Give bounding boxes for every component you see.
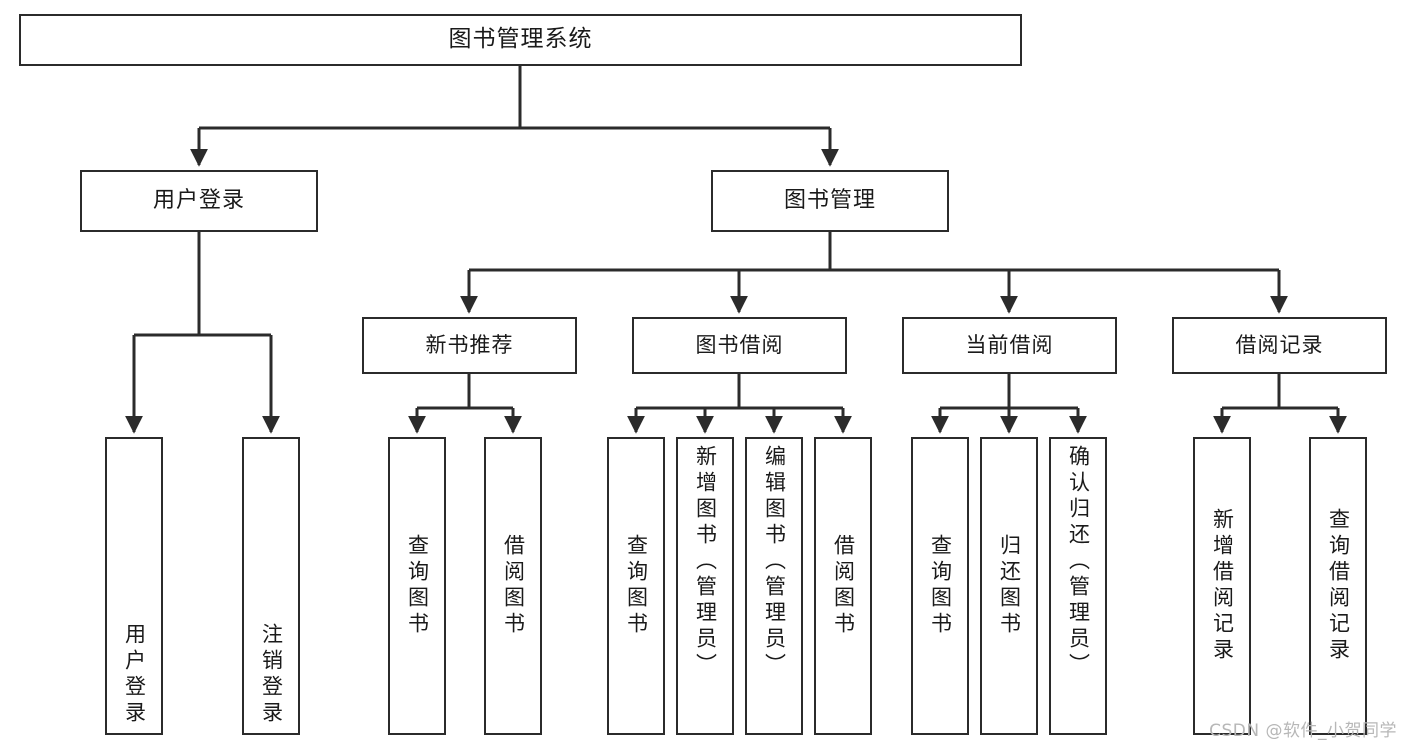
leaf-label: 查询图书: [928, 534, 953, 638]
leaf-borrow-book-nb[interactable]: 借阅图书: [484, 437, 542, 735]
node-user-login[interactable]: 用户登录: [80, 170, 318, 232]
leaf-add-book-admin[interactable]: 新增图书（管理员）: [676, 437, 734, 735]
leaf-label: 借阅图书: [831, 534, 856, 638]
leaf-query-borrow-record[interactable]: 查询借阅记录: [1309, 437, 1367, 735]
node-book-management[interactable]: 图书管理: [711, 170, 949, 232]
leaf-label: 查询图书: [405, 534, 430, 638]
node-book-borrow[interactable]: 图书借阅: [632, 317, 847, 374]
leaf-logout[interactable]: 注销登录: [242, 437, 300, 735]
node-label: 图书管理系统: [448, 26, 593, 53]
node-current-borrow[interactable]: 当前借阅: [902, 317, 1117, 374]
leaf-label: 确认归还（管理员）: [1066, 445, 1091, 679]
leaf-label: 查询借阅记录: [1326, 508, 1351, 664]
node-label: 用户登录: [152, 188, 245, 214]
node-root-book-management-system[interactable]: 图书管理系统: [19, 14, 1022, 66]
leaf-label: 新增图书（管理员）: [693, 445, 718, 679]
leaf-query-book-nb[interactable]: 查询图书: [388, 437, 446, 735]
leaf-label: 编辑图书（管理员）: [762, 445, 787, 679]
leaf-return-book[interactable]: 归还图书: [980, 437, 1038, 735]
leaf-confirm-return-admin[interactable]: 确认归还（管理员）: [1049, 437, 1107, 735]
leaf-label: 用户登录: [122, 623, 147, 727]
node-new-book-recommend[interactable]: 新书推荐: [362, 317, 577, 374]
leaf-label: 注销登录: [259, 623, 284, 727]
leaf-label: 借阅图书: [501, 534, 526, 638]
leaf-add-borrow-record[interactable]: 新增借阅记录: [1193, 437, 1251, 735]
leaf-query-book-bb[interactable]: 查询图书: [607, 437, 665, 735]
node-label: 图书管理: [783, 188, 876, 214]
leaf-borrow-book-bb[interactable]: 借阅图书: [814, 437, 872, 735]
leaf-query-book-cb[interactable]: 查询图书: [911, 437, 969, 735]
node-label: 当前借阅: [965, 333, 1054, 358]
leaf-label: 查询图书: [624, 534, 649, 638]
leaf-label: 归还图书: [997, 534, 1022, 638]
node-label: 图书借阅: [695, 333, 784, 358]
node-label: 借阅记录: [1235, 333, 1324, 358]
leaf-edit-book-admin[interactable]: 编辑图书（管理员）: [745, 437, 803, 735]
leaf-label: 新增借阅记录: [1210, 508, 1235, 664]
node-borrow-record[interactable]: 借阅记录: [1172, 317, 1387, 374]
watermark-csdn: CSDN @软件_小贺同学: [1209, 721, 1397, 741]
node-label: 新书推荐: [425, 333, 514, 358]
leaf-user-login[interactable]: 用户登录: [105, 437, 163, 735]
